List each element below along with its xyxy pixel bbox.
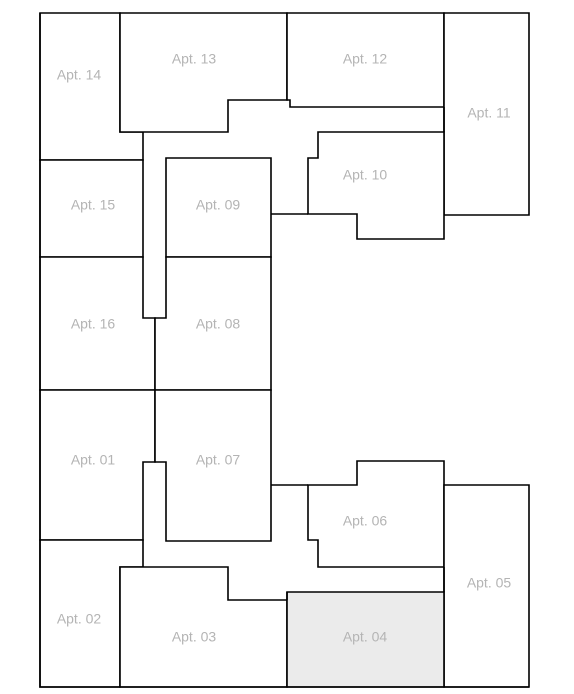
apartment-label: Apt. 09	[196, 197, 241, 213]
apartment-label: Apt. 16	[71, 316, 116, 332]
apartment-label: Apt. 13	[172, 51, 217, 67]
apartment-apt-04[interactable]: Apt. 04	[286, 591, 445, 688]
apartment-label: Apt. 06	[343, 513, 388, 529]
corridor-walls	[39, 13, 529, 688]
apartment-apt-03[interactable]: Apt. 03	[119, 566, 288, 688]
apartment-label: Apt. 02	[57, 611, 102, 627]
apartment-apt-10[interactable]: Apt. 10	[307, 131, 445, 240]
apartment-apt-16[interactable]: Apt. 16	[39, 256, 156, 391]
apartment-apt-15[interactable]: Apt. 15	[39, 159, 144, 258]
apartment-apt-13[interactable]: Apt. 13	[119, 12, 288, 133]
apartment-apt-01[interactable]: Apt. 01	[39, 389, 156, 541]
apartment-label: Apt. 10	[343, 167, 388, 183]
apartment-label: Apt. 11	[467, 105, 511, 121]
apartment-apt-06[interactable]: Apt. 06	[307, 460, 445, 568]
apartment-label: Apt. 08	[196, 316, 241, 332]
apartment-apt-09[interactable]: Apt. 09	[165, 157, 272, 258]
apartment-apt-08[interactable]: Apt. 08	[154, 256, 272, 391]
apartment-label: Apt. 12	[343, 51, 388, 67]
apartment-label: Apt. 14	[57, 67, 102, 83]
apartment-label: Apt. 01	[71, 452, 116, 468]
apartment-label: Apt. 05	[467, 575, 512, 591]
apartment-apt-05[interactable]: Apt. 05	[443, 484, 530, 688]
apartment-label: Apt. 03	[172, 629, 217, 645]
apartment-label: Apt. 07	[196, 452, 241, 468]
apartment-label: Apt. 04	[343, 629, 388, 645]
apartment-apt-12[interactable]: Apt. 12	[286, 12, 445, 108]
apartment-apt-07[interactable]: Apt. 07	[154, 389, 272, 542]
apartment-apt-11[interactable]: Apt. 11	[443, 12, 530, 216]
apartment-label: Apt. 15	[71, 197, 116, 213]
